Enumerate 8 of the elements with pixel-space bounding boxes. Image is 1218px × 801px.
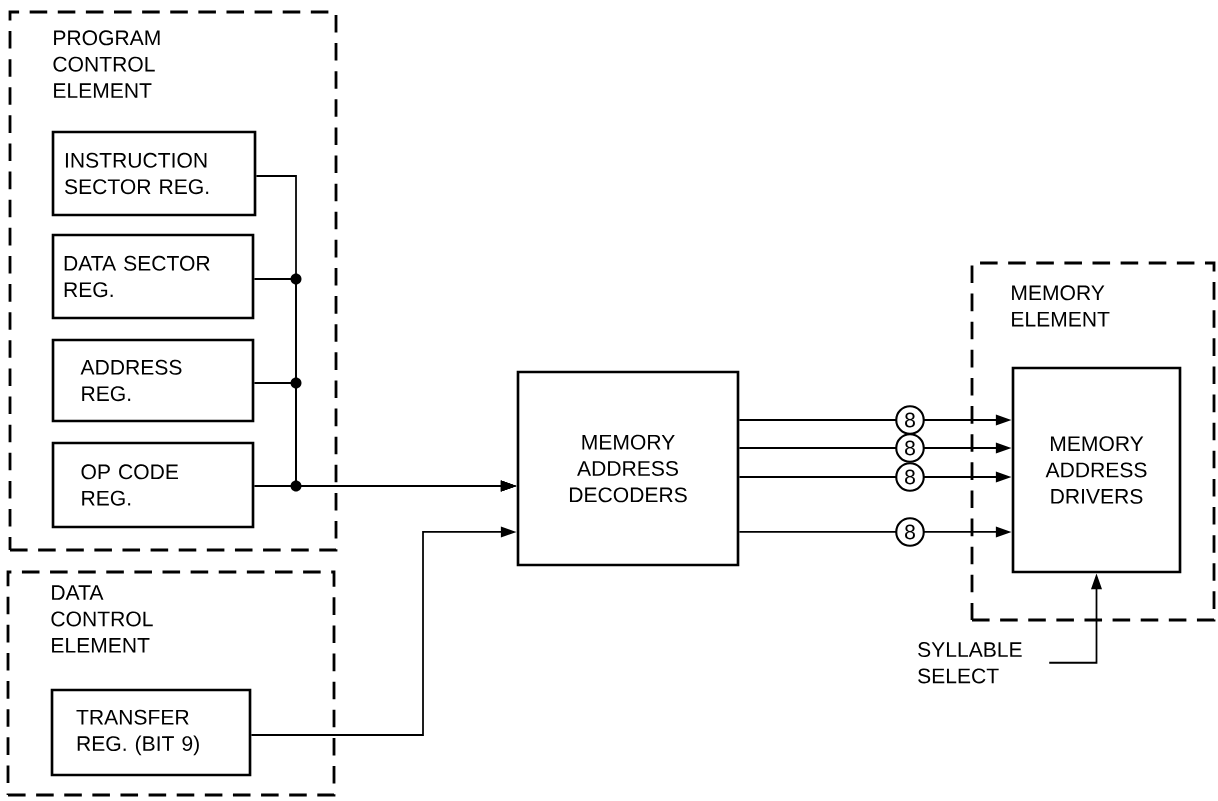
register-box: TRANSFER REG. (BIT 9) bbox=[50, 688, 252, 777]
register-box: DATA SECTOR REG. bbox=[51, 233, 255, 320]
register-box: ADDRESS REG. bbox=[51, 338, 255, 423]
signal-label: SYLLABLE SELECT bbox=[918, 642, 1022, 684]
register-box: INSTRUCTION SECTOR REG. bbox=[51, 130, 257, 217]
block-box: MEMORY ADDRESS DECODERS bbox=[516, 370, 740, 567]
register-box: OP CODE REG. bbox=[51, 441, 255, 529]
block-box: MEMORY ADDRESS DRIVERS bbox=[1011, 366, 1182, 574]
